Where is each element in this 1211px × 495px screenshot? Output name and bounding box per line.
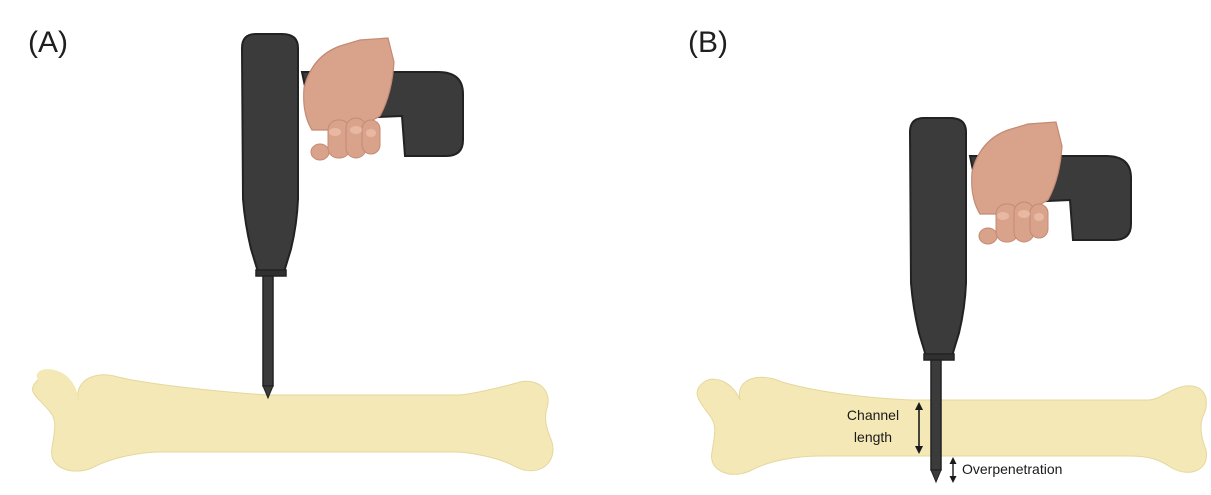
panel-a: (A)	[28, 26, 553, 471]
panel-b-label: (B)	[688, 26, 728, 59]
hand-icon	[972, 122, 1062, 244]
bone-icon	[33, 375, 553, 471]
double-arrow-icon	[950, 457, 957, 483]
hand-icon	[304, 38, 394, 160]
panel-a-label: (A)	[28, 26, 68, 59]
panel-b: (B) Channel length Overpenetration	[688, 26, 1207, 483]
channel-length-label-line1: Channel	[847, 407, 899, 423]
overpenetration-label: Overpenetration	[962, 461, 1062, 477]
drill-icon	[242, 34, 463, 398]
channel-length-label-line2: length	[854, 429, 892, 445]
